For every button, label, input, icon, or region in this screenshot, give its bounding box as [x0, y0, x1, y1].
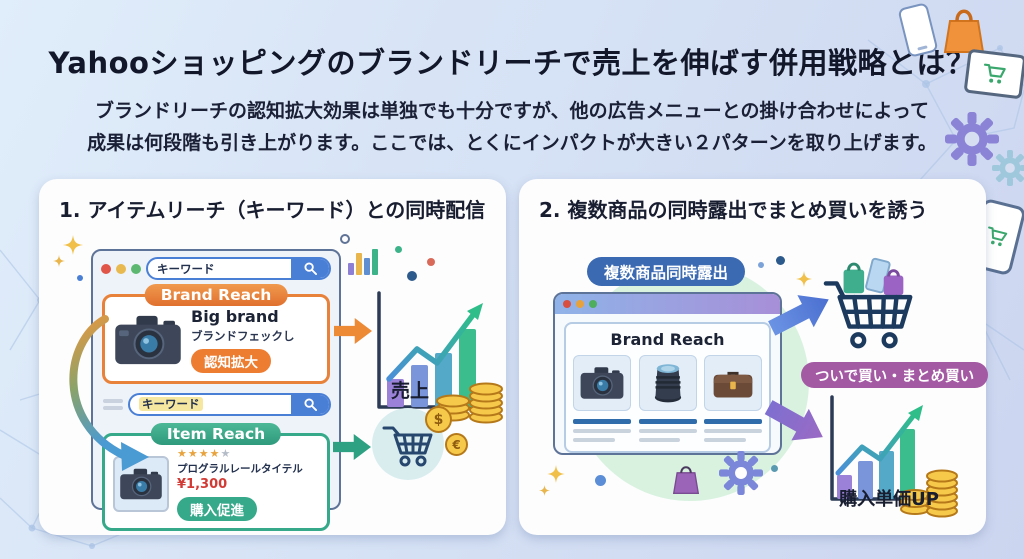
decor-dot — [771, 465, 778, 472]
page-title: Yahooショッピングのブランドリーチで売上を伸ばす併用戦略とは？ — [48, 46, 976, 80]
camera-icon — [120, 468, 162, 500]
smartphone-cart-icon — [967, 197, 1024, 277]
pattern2-title: 2. 複数商品の同時露出でまとめ買いを誘う — [539, 198, 928, 222]
search-keyword-text: キーワード — [157, 261, 215, 276]
curved-connector-arrow — [69, 315, 149, 471]
title-placeholder-bar — [704, 419, 762, 424]
cart-background-circle — [372, 408, 444, 480]
product-column-camera — [573, 355, 631, 442]
menu-lines-icon — [103, 398, 123, 410]
traffic-light-red — [563, 300, 571, 308]
brand-reach-badge: Brand Reach — [144, 284, 288, 306]
traffic-light-yellow — [116, 263, 126, 274]
pattern1-title: 1. アイテムリーチ（キーワード）との同時配信 — [59, 198, 486, 222]
rating-stars: ★★★★★ — [177, 446, 232, 460]
sparkle-icon — [53, 255, 65, 267]
page-subtitle-line1: ブランドリーチの認知拡大効果は単独でも十分ですが、他の広告メニューとの掛け合わせ… — [95, 100, 929, 122]
search-button — [291, 259, 329, 278]
blue-flow-arrow — [768, 295, 829, 336]
shopping-bag-icon — [672, 466, 700, 494]
search-icon — [303, 262, 317, 275]
multi-product-exposure-badge: 複数商品同時露出 — [587, 257, 746, 286]
text-placeholder-bar — [638, 429, 697, 433]
teal-flow-arrow — [333, 434, 371, 460]
camera-lens-icon — [654, 364, 681, 403]
unit-price-growth-chart — [830, 395, 958, 518]
brand-reach-ad-block: Brand Reach Big brand ブランドフェックし — [102, 284, 330, 384]
search-results-browser-mock: キーワード Brand Reach — [91, 249, 341, 531]
camera-icon — [580, 367, 624, 399]
item-reach-ad-block: Item Reach ★★★★★ プ — [102, 422, 330, 531]
page-subtitle-line2: 成果は何段階も引き上がります。ここでは、とくにインパクトが大きい２パターンを取り… — [87, 132, 937, 154]
sparkle-icon — [539, 485, 550, 496]
product-tile — [638, 355, 697, 411]
product-price: ¥1,300 — [177, 476, 228, 492]
search-icon — [303, 398, 317, 411]
coin-stack-icon — [900, 469, 958, 518]
pattern2-panel: 2. 複数商品の同時露出でまとめ買いを誘う 複数商品同時露出 Brand Rea… — [519, 179, 989, 535]
decor-circle-outline — [340, 234, 350, 244]
shopping-cart-icon — [382, 426, 433, 467]
bar-chart-icon — [348, 249, 378, 275]
tablet-cart-icon — [963, 48, 1024, 100]
product-tile — [573, 355, 631, 411]
orange-flow-arrow — [334, 318, 372, 344]
search-input-2: キーワード — [128, 392, 331, 416]
title-placeholder-bar — [573, 419, 631, 424]
title-placeholder-bar — [638, 419, 697, 424]
text-placeholder-bar — [638, 438, 681, 442]
brand-name: Big brand — [191, 307, 279, 326]
gear-icon — [992, 150, 1024, 186]
awareness-badge: 認知拡大 — [191, 348, 271, 373]
gear-icon — [945, 112, 999, 166]
dollar-coin-icon: $ — [425, 406, 452, 433]
brand-subtitle: ブランドフェックし — [191, 328, 295, 343]
traffic-light-orange — [576, 300, 584, 308]
sparkle-icon — [547, 465, 565, 483]
decor-dot — [407, 271, 417, 281]
briefcase-icon — [713, 371, 753, 398]
decor-dot — [776, 256, 785, 265]
traffic-light-green — [589, 300, 597, 308]
purchase-promo-badge: 購入促進 — [177, 496, 257, 521]
text-placeholder-bar — [573, 429, 631, 433]
sales-label: 売上 — [390, 380, 429, 402]
mini-cart-icon — [983, 63, 1006, 84]
text-placeholder-bar — [704, 429, 762, 433]
pattern1-panel: 1. アイテムリーチ（キーワード）との同時配信 キーワード — [39, 179, 506, 535]
decor-dot — [427, 258, 435, 266]
sparkle-icon — [796, 271, 812, 287]
decor-dot — [395, 246, 402, 253]
traffic-light-red — [101, 263, 111, 274]
search-keyword-text-2: キーワード — [130, 396, 291, 412]
search-button-2 — [291, 394, 329, 414]
product-tile — [704, 355, 762, 411]
shopping-bag-icon — [943, 9, 985, 53]
product-column-briefcase — [704, 355, 762, 442]
text-placeholder-bar — [704, 438, 746, 442]
item-reach-badge: Item Reach — [150, 422, 282, 445]
brand-reach-showcase: Brand Reach — [564, 322, 771, 453]
brand-reach-heading: Brand Reach — [610, 330, 725, 349]
brand-reach-browser-mock: Brand Reach — [553, 292, 782, 455]
search-input: キーワード — [146, 257, 331, 280]
camera-icon — [115, 316, 181, 365]
sparkle-icon — [63, 235, 83, 255]
unit-price-up-label: 購入単価UP — [839, 489, 939, 510]
decor-dot — [758, 262, 764, 268]
cross-sell-badge: ついで買い・まとめ買い — [801, 362, 989, 388]
purple-flow-arrow — [764, 400, 823, 441]
traffic-light-green — [131, 263, 141, 274]
mini-cart-icon — [988, 226, 1008, 247]
sales-growth-chart — [377, 291, 503, 424]
decor-dot — [595, 475, 606, 486]
product-title: プログラルレールタイテル — [177, 462, 303, 475]
product-column-lens — [638, 355, 697, 442]
decor-dot — [77, 275, 83, 281]
text-placeholder-bar — [573, 438, 615, 442]
full-shopping-cart-icon — [823, 257, 913, 349]
gear-icon — [719, 451, 763, 495]
browser-titlebar — [555, 294, 780, 314]
euro-coin-icon: € — [445, 433, 468, 456]
